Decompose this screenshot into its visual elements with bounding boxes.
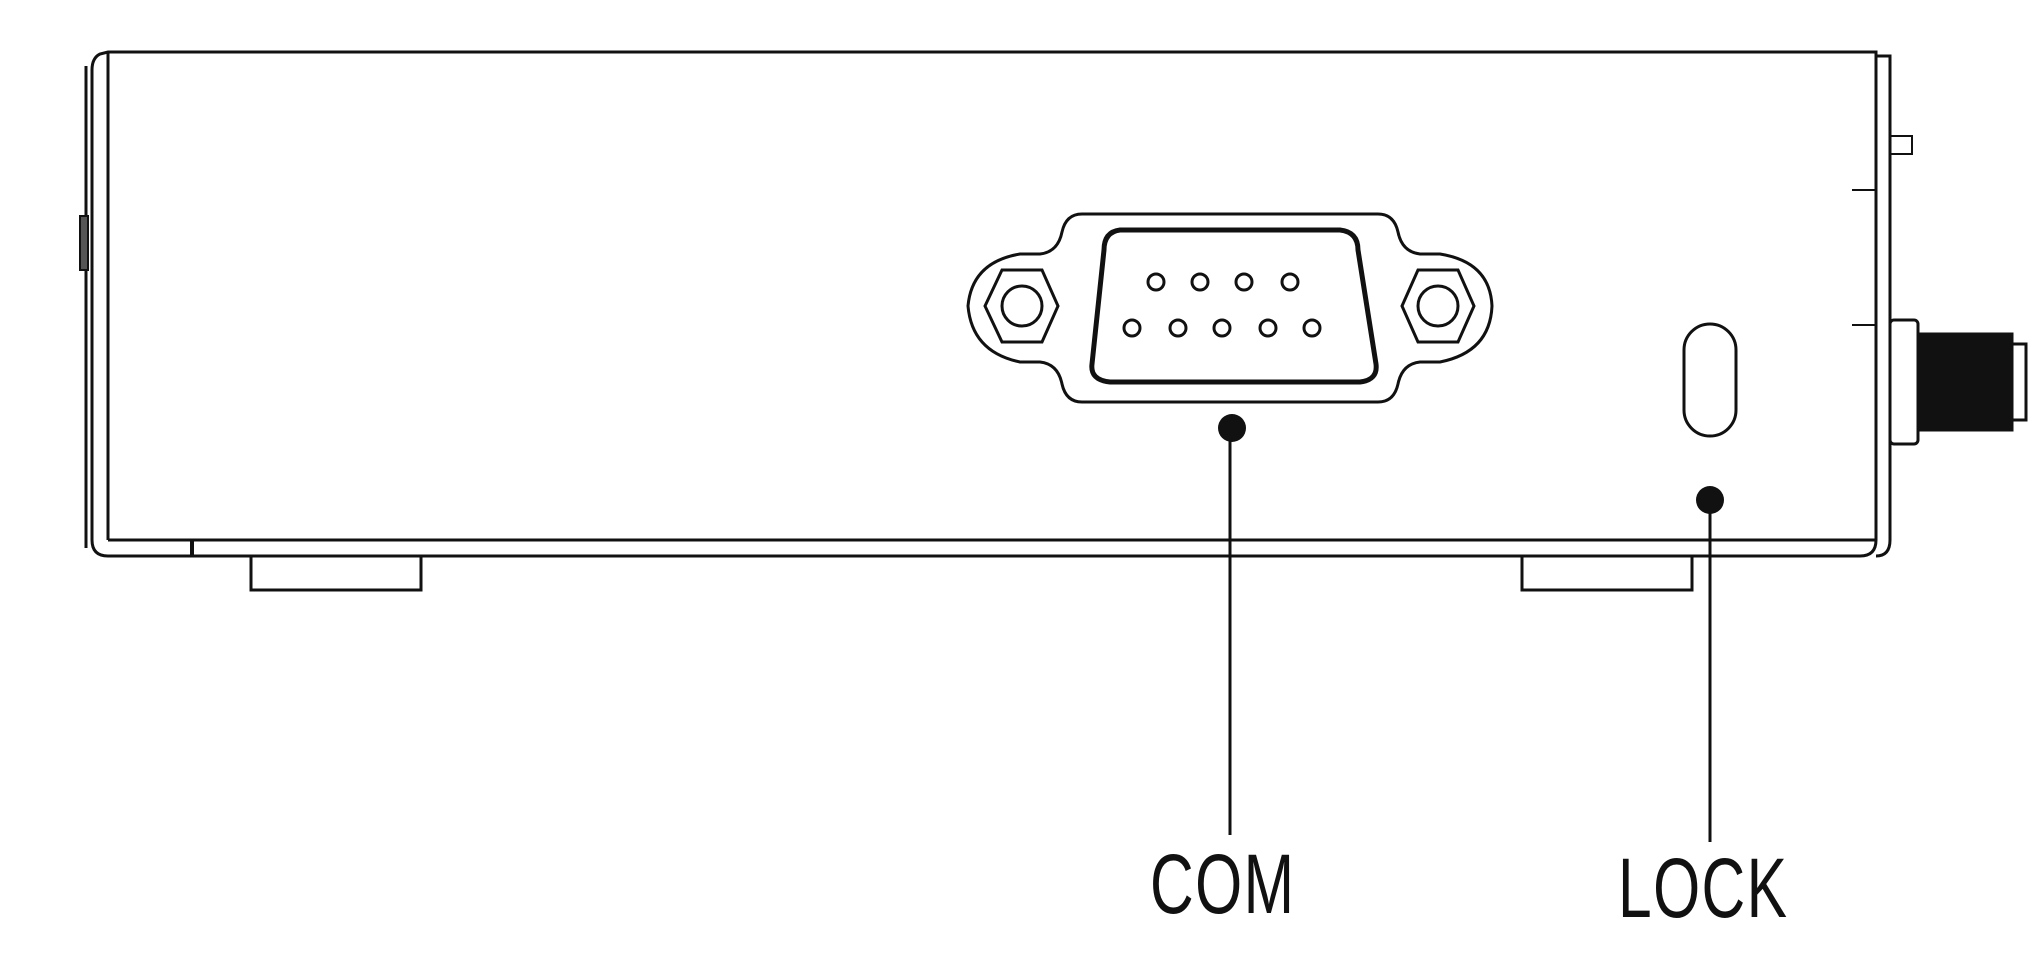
lock-marker-dot <box>1696 486 1724 514</box>
com-label: COM <box>1150 837 1296 931</box>
foot-left <box>249 554 423 592</box>
lock-label: LOCK <box>1618 841 1789 935</box>
com-marker-dot <box>1218 414 1246 442</box>
chassis <box>79 50 1913 558</box>
foot-right <box>1520 554 1694 592</box>
lock-slot-icon <box>1682 322 1738 438</box>
antenna-connector-icon <box>1888 318 2028 446</box>
com-port-icon <box>966 212 1494 404</box>
